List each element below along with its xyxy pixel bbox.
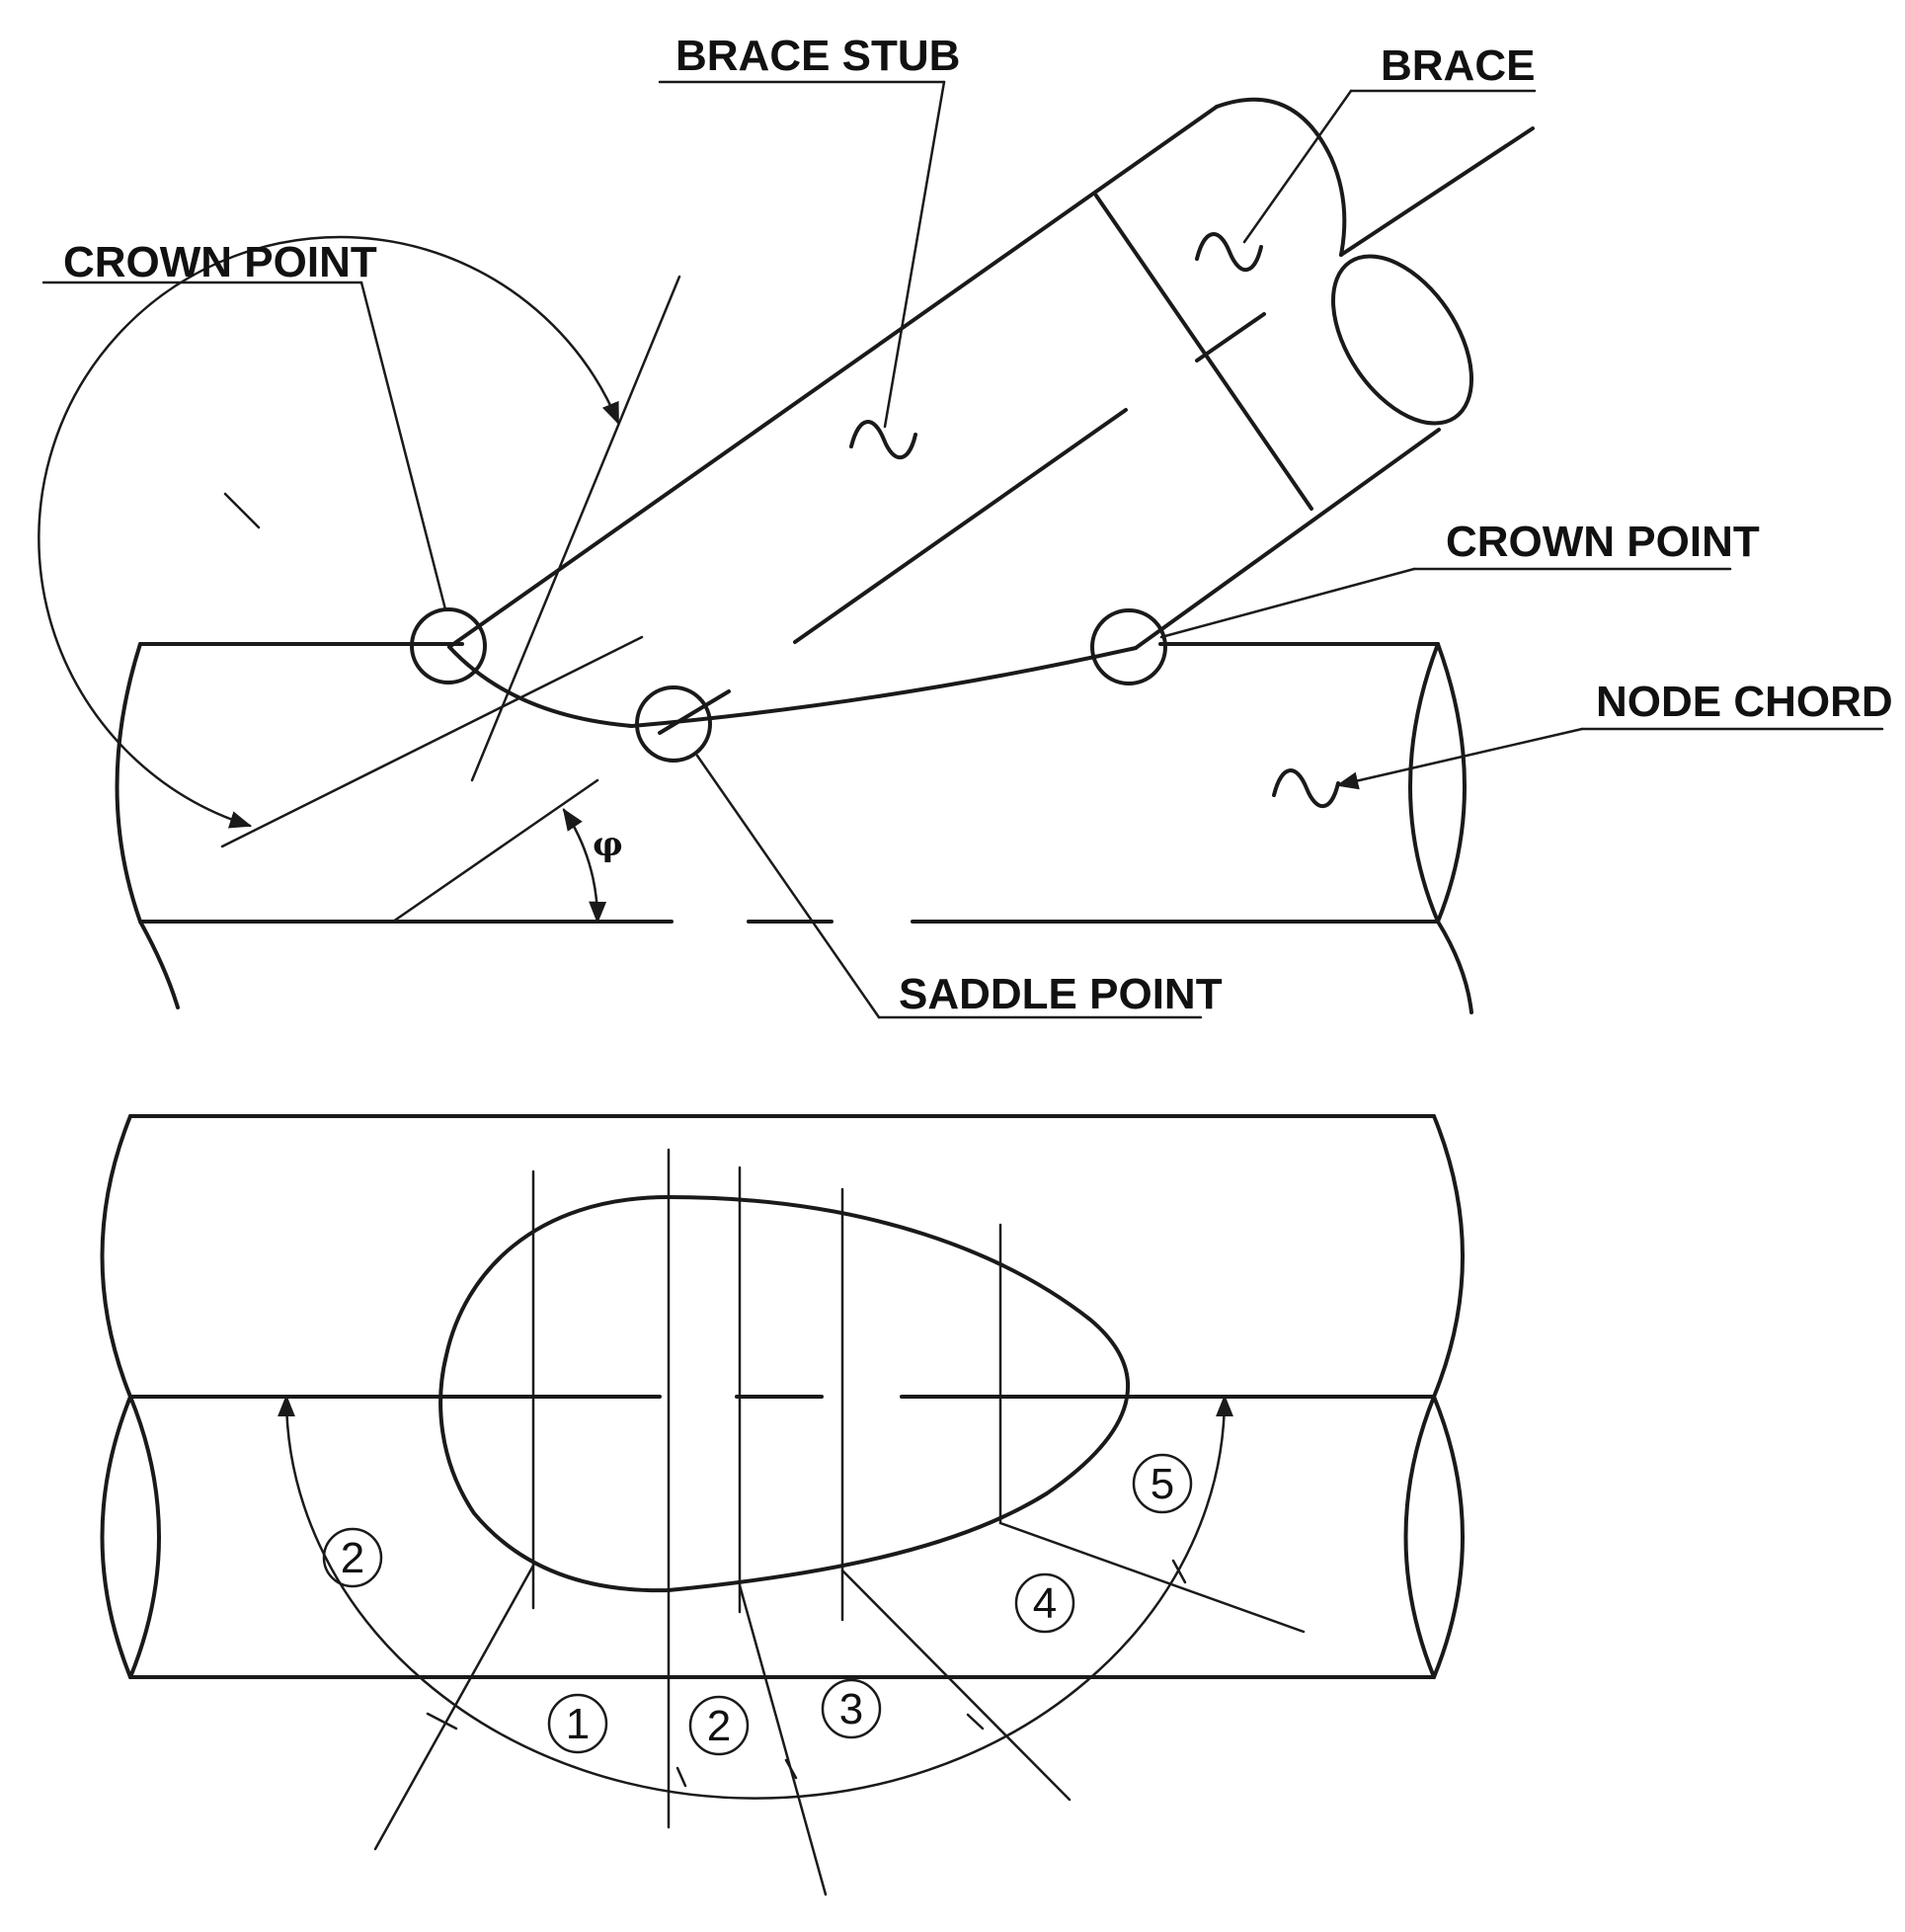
angle-symbol: φ <box>593 825 623 864</box>
zone-arc <box>278 1394 1233 1800</box>
intersection-footprint <box>438 1195 1130 1593</box>
zone-arc-ticks <box>426 1559 1187 1788</box>
saddle-point-label: SADDLE POINT <box>899 970 1223 1018</box>
zone-circle-marker-icon <box>1132 1453 1193 1514</box>
zone-number: 3 <box>839 1685 863 1733</box>
zone-number: 1 <box>566 1700 590 1748</box>
brace-body <box>447 97 1535 728</box>
angle-arc <box>562 808 607 925</box>
dihedral-arc <box>38 235 620 829</box>
crown-point-left-label: CROWN POINT <box>63 238 377 286</box>
zone-circle-marker-icon <box>821 1678 882 1739</box>
arc-dimension-tick <box>223 492 261 529</box>
top-view: φ BRACE STUB BRACE CROWN POINT <box>38 32 1893 1019</box>
zone-circle-marker-icon <box>688 1695 750 1756</box>
brace-break-symbol-icon <box>1195 232 1263 273</box>
zone-number: 2 <box>341 1534 364 1582</box>
node-chord-label: NODE CHORD <box>1596 678 1893 726</box>
brace-stub-break-symbol-icon <box>849 420 917 460</box>
chord-plan-body <box>100 1114 1465 1679</box>
bottom-view: 2 1 2 3 4 5 <box>100 1114 1465 1896</box>
zone-circle-marker-icon <box>322 1527 383 1588</box>
zone-circle-marker-icon <box>547 1693 608 1754</box>
normal-line <box>220 635 644 848</box>
crown-point-right-circle-marker-icon <box>1090 608 1167 685</box>
zone-circle-marker-icon <box>1014 1572 1075 1634</box>
brace-axis-projection <box>391 778 599 924</box>
zone-markers: 2 1 2 3 4 5 <box>322 1453 1193 1756</box>
leader-lines <box>41 80 1884 1019</box>
crown-point-right-label: CROWN POINT <box>1446 518 1760 566</box>
saddle-point-circle-marker-icon <box>635 685 712 763</box>
zone-number: 5 <box>1151 1460 1174 1508</box>
brace-label: BRACE <box>1381 41 1535 90</box>
crown-point-left-circle-marker-icon <box>410 607 487 684</box>
node-chord-body <box>115 642 1473 1014</box>
zone-number: 2 <box>707 1702 731 1750</box>
zone-number: 4 <box>1033 1579 1057 1628</box>
brace-stub-label: BRACE STUB <box>675 32 960 80</box>
chord-break-symbol-icon <box>1272 768 1340 809</box>
section-lines <box>373 1148 1306 1896</box>
